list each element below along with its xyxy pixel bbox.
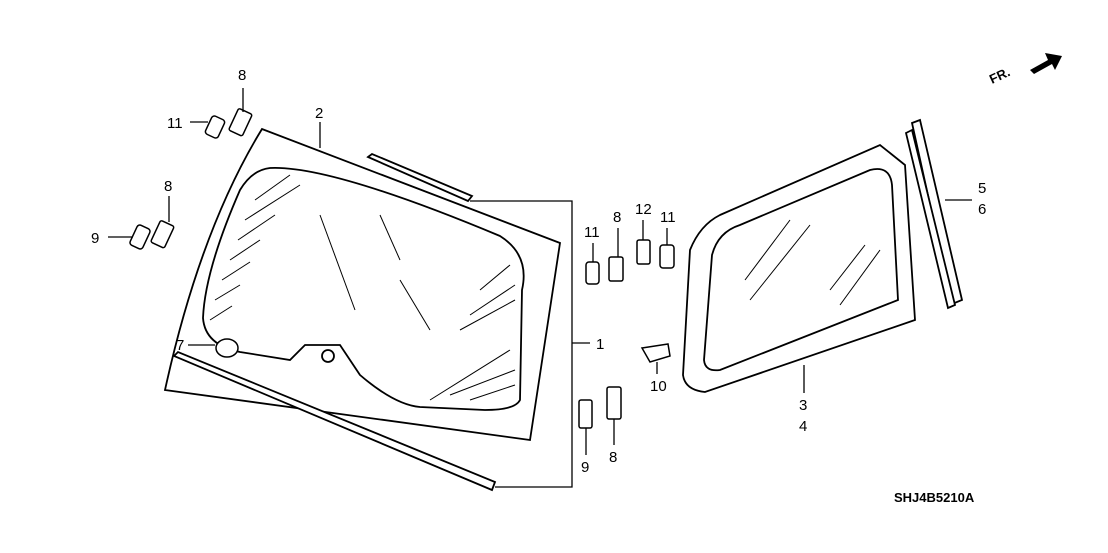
callout-11: 11	[167, 115, 183, 132]
callout-12: 12	[635, 201, 652, 218]
leader-lines	[108, 88, 972, 455]
callout-8: 8	[164, 178, 172, 195]
callout-8: 8	[238, 67, 246, 84]
callout-4: 4	[799, 418, 807, 435]
callout-2: 2	[315, 105, 323, 122]
callout-7: 7	[176, 337, 184, 354]
callout-3: 3	[799, 397, 807, 414]
quarter-glass	[682, 143, 916, 393]
callout-6: 6	[978, 201, 986, 218]
upper-molding	[366, 152, 474, 203]
front-direction-label: FR.	[987, 64, 1012, 86]
lower-molding	[172, 350, 497, 492]
callout-9: 9	[581, 459, 589, 476]
front-direction-arrow-icon: FR.	[987, 53, 1062, 87]
callout-11: 11	[660, 209, 676, 226]
callout-1: 1	[596, 336, 604, 353]
callout-10: 10	[650, 378, 667, 395]
diagram-code: SHJ4B5210A	[894, 490, 975, 505]
quarter-molding	[910, 118, 964, 306]
callout-5: 5	[978, 180, 986, 197]
rear-windshield-glass	[163, 127, 562, 442]
callout-9: 9	[91, 230, 99, 247]
callout-11: 11	[584, 224, 600, 241]
callout-8: 8	[609, 449, 617, 466]
callout-8: 8	[613, 209, 621, 226]
bracket-line-1	[470, 200, 573, 488]
